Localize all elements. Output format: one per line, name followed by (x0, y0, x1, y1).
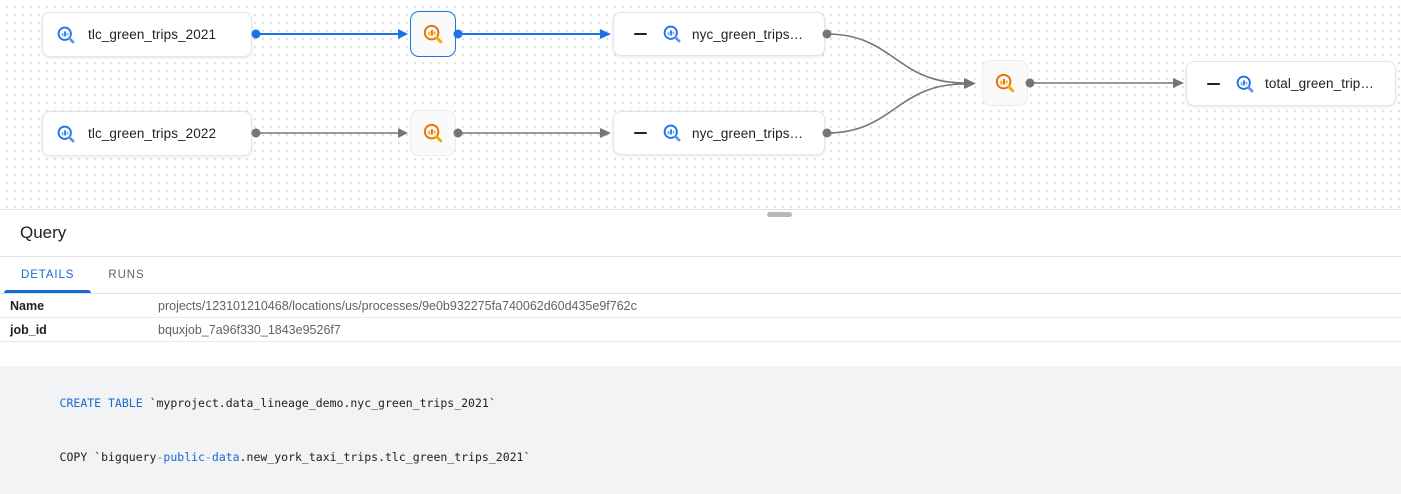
row-label: Name (10, 298, 45, 313)
lineage-node-nyc-green-trips-2[interactable]: nyc_green_trips… (613, 111, 825, 155)
bigquery-process-icon (994, 72, 1016, 94)
node-label: tlc_green_trips_2022 (88, 126, 217, 141)
merge-arrowhead (964, 78, 976, 89)
edge-source2-to-process2 (251, 128, 408, 138)
table-row: job_id bquxjob_7a96f330_1843e9526f7 (0, 318, 1401, 342)
bigquery-icon (662, 24, 682, 44)
page-title: Query (20, 223, 67, 242)
edge-process1-to-target1 (453, 29, 611, 39)
edge-target2-to-merge (822, 83, 965, 138)
lineage-process-node-selected[interactable] (410, 11, 456, 57)
details-table: Name projects/123101210468/locations/us/… (0, 294, 1401, 342)
panel-resize-handle[interactable] (767, 212, 792, 217)
lineage-graph-canvas[interactable]: tlc_green_trips_2021 nyc_green_trips… tl… (0, 0, 1401, 210)
bigquery-icon (1235, 74, 1255, 94)
tab-runs[interactable]: RUNS (108, 269, 145, 281)
lineage-node-tlc-green-trips-2022[interactable]: tlc_green_trips_2022 (42, 111, 252, 156)
row-value: projects/123101210468/locations/us/proce… (158, 298, 637, 313)
table-row: Name projects/123101210468/locations/us/… (0, 294, 1401, 318)
collapse-icon[interactable] (632, 26, 648, 42)
edge-merge-to-final (1025, 78, 1184, 88)
node-label: nyc_green_trips… (692, 125, 804, 141)
collapse-icon[interactable] (632, 125, 648, 141)
lineage-process-node-2[interactable] (410, 110, 456, 156)
panel-header: Query (0, 210, 1401, 257)
row-label: job_id (10, 322, 47, 337)
edge-process2-to-target2 (453, 128, 611, 138)
lineage-node-total-green-trips[interactable]: total_green_trip… (1186, 61, 1396, 106)
edge-target1-to-merge (822, 29, 965, 84)
node-label: tlc_green_trips_2021 (88, 27, 217, 42)
lineage-node-tlc-green-trips-2021[interactable]: tlc_green_trips_2021 (42, 12, 252, 57)
lineage-process-node-merge[interactable] (982, 60, 1028, 106)
sql-line: CREATE TABLE `myproject.data_lineage_dem… (59, 396, 496, 410)
row-value: bquxjob_7a96f330_1843e9526f7 (158, 322, 341, 337)
lineage-node-nyc-green-trips-1[interactable]: nyc_green_trips… (613, 12, 825, 56)
node-label: nyc_green_trips… (692, 26, 804, 42)
sql-line: COPY `bigquery-public-data.new_york_taxi… (59, 450, 531, 464)
bigquery-process-icon (422, 23, 444, 45)
bigquery-icon (56, 25, 76, 45)
tab-bar: DETAILS RUNS (0, 257, 1401, 294)
edge-source1-to-process1 (251, 29, 408, 39)
bigquery-icon (56, 124, 76, 144)
tab-details[interactable]: DETAILS (4, 257, 92, 293)
bigquery-process-icon (422, 122, 444, 144)
details-panel: Query DETAILS RUNS Name projects/1231012… (0, 210, 1401, 494)
sql-code-block: CREATE TABLE `myproject.data_lineage_dem… (0, 366, 1401, 494)
collapse-icon[interactable] (1205, 76, 1221, 92)
node-label: total_green_trip… (1265, 76, 1375, 91)
bigquery-icon (662, 123, 682, 143)
